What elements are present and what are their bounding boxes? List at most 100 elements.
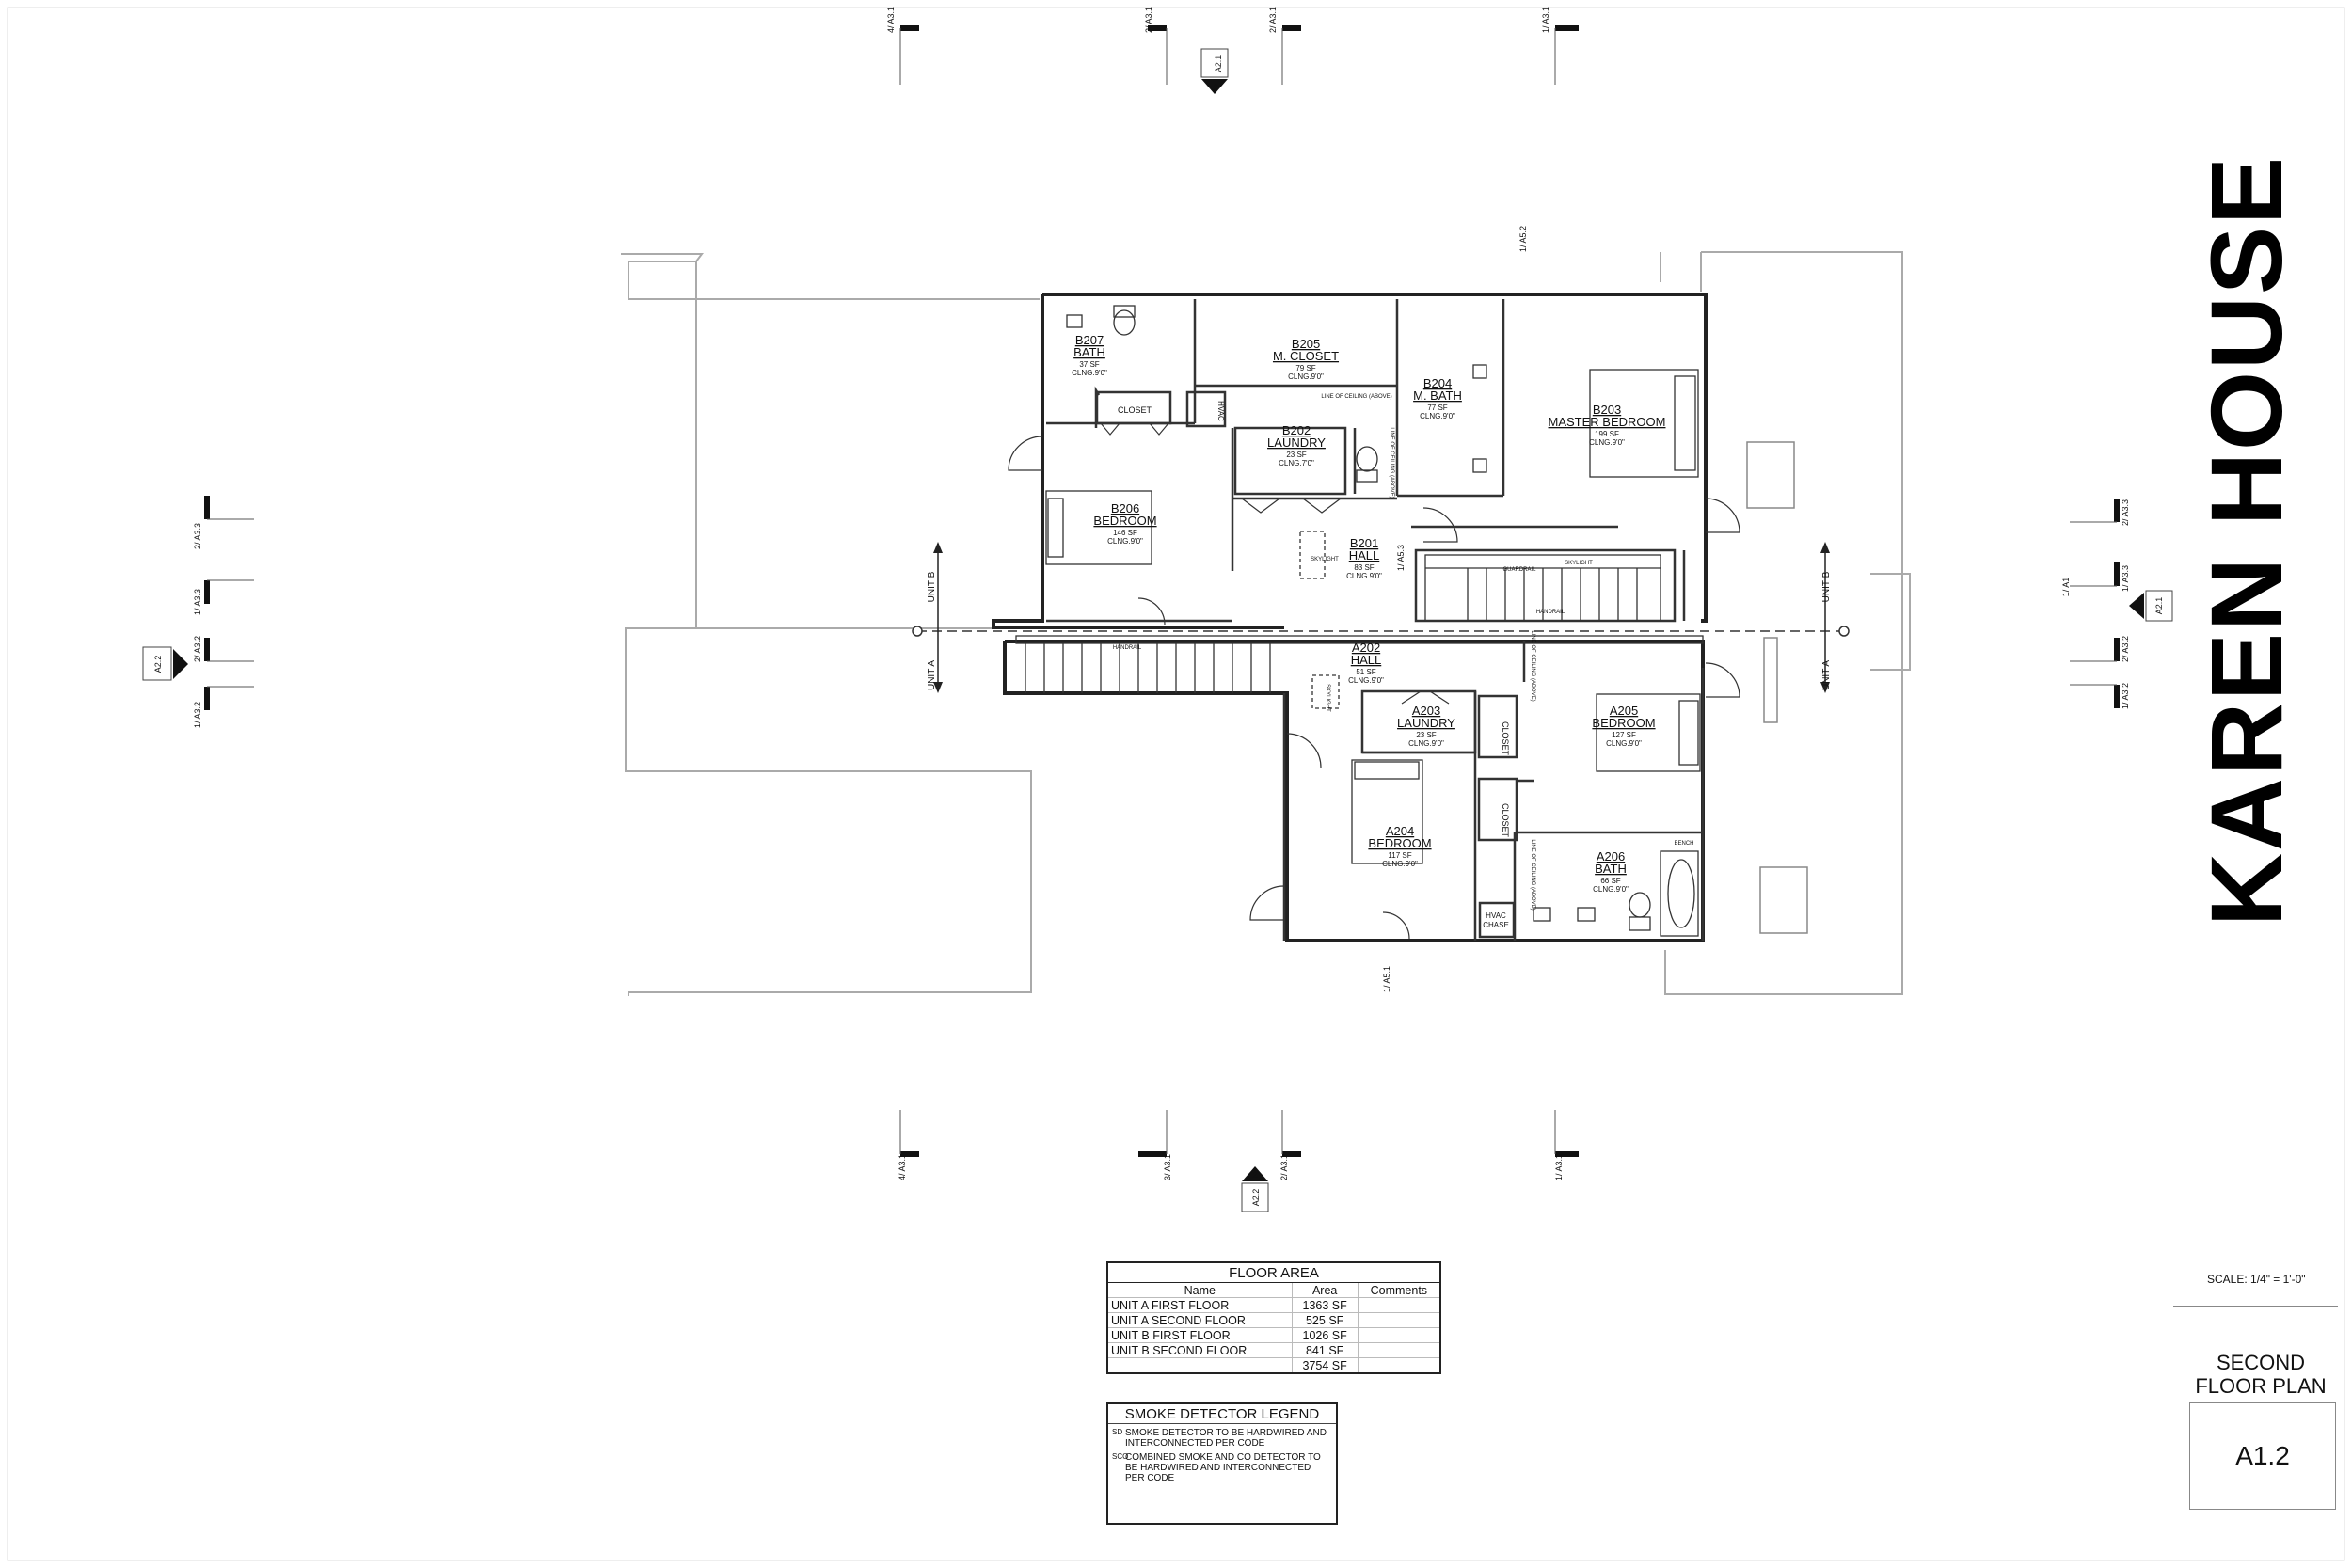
elevation-ref-bottom: A2.2 — [1251, 1189, 1261, 1207]
room-number-a204: A204 — [1386, 824, 1414, 838]
fixtures — [1045, 305, 1701, 937]
room-ceiling-a206: CLNG.9'0" — [1593, 885, 1629, 894]
section-ref-bottom: 1/ A3.1 — [1554, 1154, 1564, 1180]
room-number-b201: B201 — [1350, 536, 1378, 550]
sheet-name-line-2: FLOOR PLAN — [2195, 1374, 2327, 1398]
room-name-b205: M. CLOSET — [1273, 349, 1339, 363]
elevation-ref-left: A2.2 — [153, 656, 163, 673]
room-ceiling-b206: CLNG.9'0" — [1107, 537, 1143, 546]
room-number-b207: B207 — [1075, 333, 1104, 347]
room-area-a202: 51 SF — [1356, 668, 1375, 676]
wall-section-ref: 1/ A5.1 — [1382, 966, 1391, 992]
room-ceiling-a203: CLNG.9'0" — [1408, 739, 1444, 748]
hvac-chase-label: HVAC — [1486, 911, 1506, 920]
skylight-note: SKYLIGHT — [1325, 684, 1330, 712]
floor-area-value: 841 SF — [1291, 1342, 1359, 1358]
section-ref-left: 2/ A3.3 — [193, 523, 202, 549]
legend-item: SD SMOKE DETECTOR TO BE HARDWIRED AND IN… — [1108, 1424, 1336, 1449]
floor-area-header-comments: Comments — [1357, 1282, 1441, 1298]
skylight-note: SKYLIGHT — [1565, 561, 1593, 566]
section-ref-right: 1/ A3.2 — [2121, 683, 2130, 709]
room-area-b204: 77 SF — [1427, 404, 1447, 412]
room-area-b202: 23 SF — [1286, 451, 1306, 459]
smoke-legend-title: SMOKE DETECTOR LEGEND — [1108, 1404, 1336, 1424]
floor-area-name: UNIT A SECOND FLOOR — [1106, 1312, 1293, 1328]
table-row: UNIT B SECOND FLOOR 841 SF — [1106, 1342, 1441, 1358]
elevation-ref-top: A2.1 — [1214, 55, 1223, 73]
floor-area-comment — [1357, 1327, 1441, 1343]
room-name-a206: BATH — [1595, 862, 1627, 876]
room-ceiling-a202: CLNG.9'0" — [1348, 676, 1384, 685]
handrail-note: HANDRAIL — [1113, 645, 1142, 651]
floor-area-value: 525 SF — [1291, 1312, 1359, 1328]
section-ref-bottom: 4/ A3.1 — [898, 1154, 907, 1180]
room-name-b204: M. BATH — [1413, 388, 1462, 403]
bench-label: BENCH — [1674, 841, 1693, 847]
stair-unit-b — [1424, 554, 1661, 622]
elevation-num-left: 1 — [176, 660, 181, 670]
skylight-note: SKYLIGHT — [1311, 557, 1339, 562]
detail-ref-right: 1/ A1 — [2061, 578, 2071, 597]
room-area-a205: 127 SF — [1612, 731, 1636, 739]
section-ref-top: 4/ A3.1 — [886, 7, 896, 33]
wall-section-ref: 1/ A5.2 — [1518, 226, 1528, 252]
room-ceiling-b207: CLNG.9'0" — [1072, 369, 1107, 377]
combo-detector-symbol: SCO — [1112, 1452, 1129, 1461]
room-ceiling-b203: CLNG.9'0" — [1589, 438, 1625, 447]
skylight-exterior-1 — [1746, 441, 1795, 509]
floor-area-header-area: Area — [1291, 1282, 1359, 1298]
elevation-ref-right: A2.1 — [2154, 597, 2164, 615]
room-ceiling-b204: CLNG.9'0" — [1420, 412, 1455, 420]
exterior-bench — [1763, 637, 1778, 723]
scale-note: SCALE: 1/4" = 1'-0" — [2207, 1273, 2306, 1286]
unit-a-label: UNIT A — [1821, 660, 1832, 690]
section-ref-top: 2/ A3.1 — [1144, 7, 1153, 33]
room-area-b201: 83 SF — [1354, 563, 1374, 572]
ceiling-line-note: LINE OF CEILING (ABOVE) — [1389, 427, 1394, 498]
room-number-b204: B204 — [1423, 376, 1452, 390]
elevation-num-bottom: 2 — [1252, 1170, 1257, 1180]
door-swings — [1008, 422, 1740, 940]
ceiling-line-note: LINE OF CEILING (ABOVE) — [1530, 630, 1535, 701]
section-ref-left: 1/ A3.3 — [193, 589, 202, 615]
room-number-a202: A202 — [1352, 641, 1380, 655]
floor-area-comment — [1357, 1312, 1441, 1328]
section-markers — [204, 25, 2120, 1157]
table-row: UNIT A FIRST FLOOR 1363 SF — [1106, 1297, 1441, 1313]
room-name-b203: MASTER BEDROOM — [1549, 415, 1666, 429]
stair-unit-a — [1015, 635, 1704, 693]
floor-area-name: UNIT B FIRST FLOOR — [1106, 1327, 1293, 1343]
legend-item: SCO COMBINED SMOKE AND CO DETECTOR TO BE… — [1108, 1449, 1336, 1483]
table-row: UNIT A SECOND FLOOR 525 SF — [1106, 1312, 1441, 1328]
room-area-b203: 199 SF — [1595, 430, 1619, 438]
floor-area-header-name: Name — [1106, 1282, 1293, 1298]
table-row: UNIT B FIRST FLOOR 1026 SF — [1106, 1327, 1441, 1343]
closet-label: CLOSET — [1118, 405, 1152, 415]
ceiling-line-note: LINE OF CEILING (ABOVE) — [1530, 839, 1535, 910]
room-name-b206: BEDROOM — [1093, 514, 1156, 528]
room-area-a203: 23 SF — [1416, 731, 1436, 739]
room-number-a206: A206 — [1597, 849, 1625, 863]
room-name-b202: LAUNDRY — [1267, 436, 1326, 450]
floor-area-value: 1363 SF — [1291, 1297, 1359, 1313]
room-area-a204: 117 SF — [1388, 851, 1411, 860]
room-ceiling-b201: CLNG.9'0" — [1346, 572, 1382, 580]
room-area-b205: 79 SF — [1295, 364, 1315, 372]
closet-label: CLOSET — [1501, 721, 1510, 756]
sheet-number-box: A1.2 — [2189, 1402, 2336, 1510]
room-number-b206: B206 — [1111, 501, 1139, 515]
room-number-b205: B205 — [1292, 337, 1320, 351]
floor-area-name: UNIT A FIRST FLOOR — [1106, 1297, 1293, 1313]
room-name-a202: HALL — [1351, 653, 1382, 667]
floor-area-title: FLOOR AREA — [1106, 1261, 1441, 1283]
elevation-num-right: 1 — [2135, 602, 2139, 611]
hvac-chase-label: CHASE — [1483, 921, 1509, 929]
unit-b-label: UNIT B — [1821, 571, 1832, 602]
hvac-label: HVAC — [1216, 401, 1225, 421]
floor-area-table: FLOOR AREA Name Area Comments UNIT A FIR… — [1106, 1261, 1441, 1374]
section-ref-left: 2/ A3.2 — [193, 636, 202, 662]
room-number-a205: A205 — [1610, 704, 1638, 718]
room-name-b207: BATH — [1073, 345, 1105, 359]
room-number-b203: B203 — [1593, 403, 1621, 417]
